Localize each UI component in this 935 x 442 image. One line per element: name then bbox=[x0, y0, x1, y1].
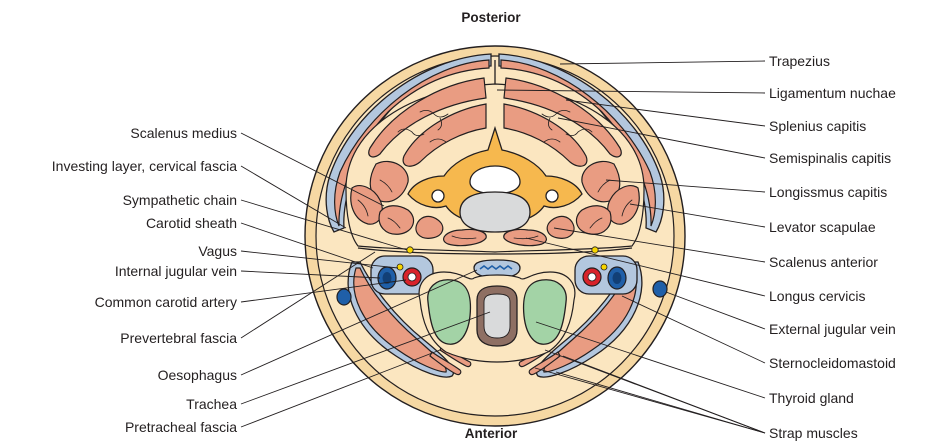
foramen-transversarium-right bbox=[546, 190, 558, 202]
external-jugular-vein-right bbox=[653, 281, 667, 297]
label-scalenus-medius: Scalenus medius bbox=[130, 125, 237, 141]
common-carotid-artery-left-lumen bbox=[408, 273, 416, 281]
label-investing-layer-cervical-fascia: Investing layer, cervical fascia bbox=[52, 158, 237, 174]
scalenus-medius-right bbox=[576, 206, 610, 235]
vertebral-body bbox=[460, 192, 530, 232]
spinal-canal bbox=[470, 166, 520, 194]
foramen-transversarium-left bbox=[432, 190, 444, 202]
label-prevertebral-fascia: Prevertebral fascia bbox=[120, 330, 237, 346]
label-levator-scapulae: Levator scapulae bbox=[769, 219, 876, 235]
scalenus-medius-left bbox=[379, 206, 413, 235]
orientation-posterior: Posterior bbox=[461, 10, 521, 25]
label-external-jugular-vein: External jugular vein bbox=[769, 321, 896, 337]
external-jugular-vein-left bbox=[337, 289, 351, 305]
sympathetic-chain-right bbox=[592, 247, 598, 253]
label-oesophagus: Oesophagus bbox=[158, 367, 237, 383]
internal-jugular-vein-right-lumen bbox=[613, 272, 622, 284]
label-longus-cervicis: Longus cervicis bbox=[769, 288, 866, 304]
label-carotid-sheath: Carotid sheath bbox=[146, 215, 237, 231]
orientation-anterior: Anterior bbox=[465, 426, 518, 441]
common-carotid-artery-right-lumen bbox=[588, 273, 596, 281]
vagus-nerve-right bbox=[601, 264, 607, 270]
trachea-lumen bbox=[484, 294, 510, 338]
label-common-carotid-artery: Common carotid artery bbox=[95, 294, 237, 310]
label-longissmus-capitis: Longissmus capitis bbox=[769, 184, 887, 200]
label-semispinalis-capitis: Semispinalis capitis bbox=[769, 150, 891, 166]
label-sympathetic-chain: Sympathetic chain bbox=[123, 192, 237, 208]
label-trachea: Trachea bbox=[186, 396, 237, 412]
label-scalenus-anterior: Scalenus anterior bbox=[769, 254, 878, 270]
label-strap-muscles: Strap muscles bbox=[769, 425, 858, 441]
label-trapezius: Trapezius bbox=[769, 53, 830, 69]
label-sternocleidomastoid: Sternocleidomastoid bbox=[769, 355, 896, 371]
sympathetic-chain-left bbox=[407, 247, 413, 253]
label-thyroid-gland: Thyroid gland bbox=[769, 390, 854, 406]
label-splenius-capitis: Splenius capitis bbox=[769, 118, 866, 134]
label-vagus: Vagus bbox=[198, 243, 237, 259]
label-pretracheal-fascia: Pretracheal fascia bbox=[125, 419, 237, 435]
label-ligamentum-nuchae: Ligamentum nuchae bbox=[769, 85, 896, 101]
label-internal-jugular-vein: Internal jugular vein bbox=[115, 263, 237, 279]
vagus-nerve-left bbox=[397, 264, 403, 270]
